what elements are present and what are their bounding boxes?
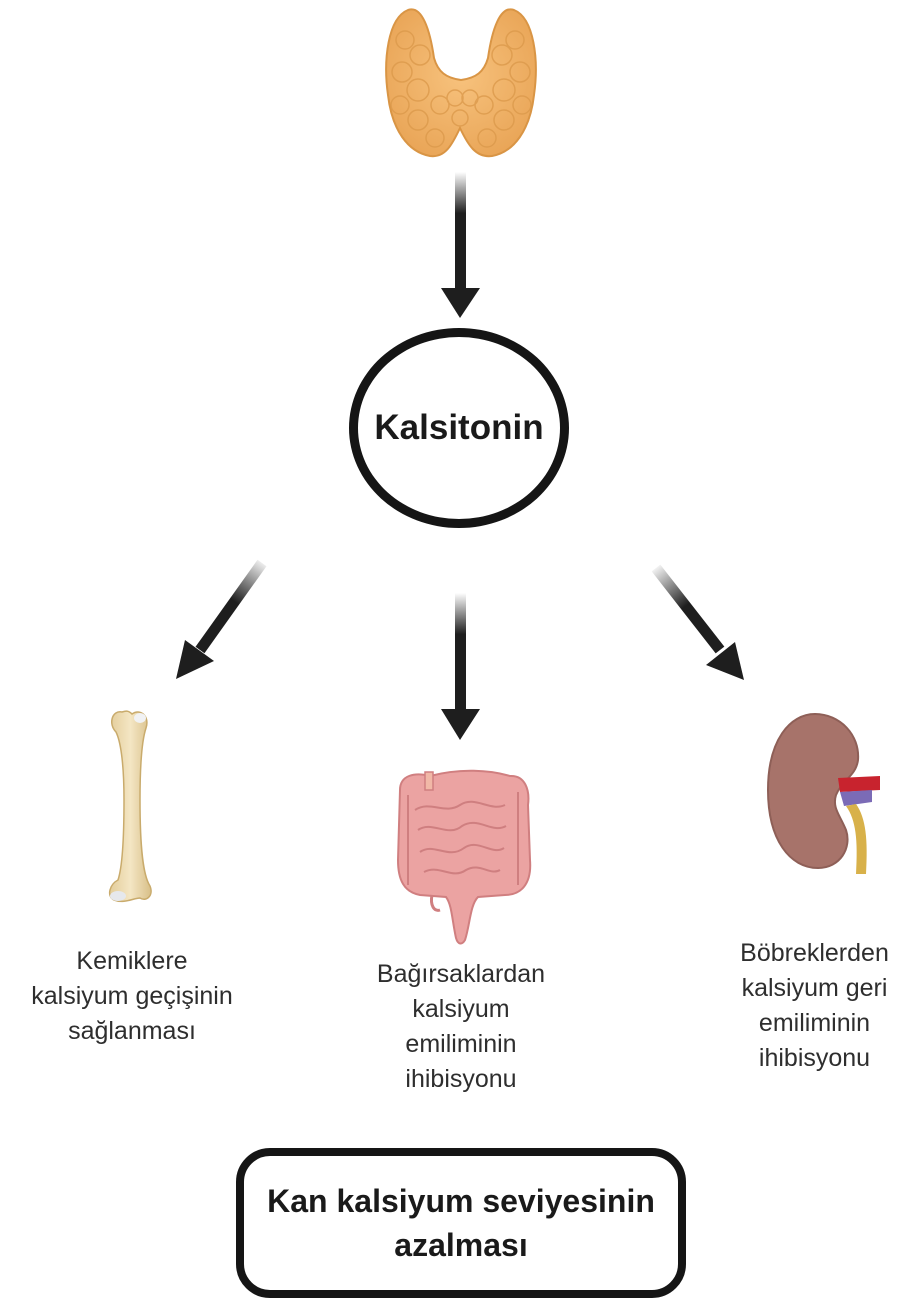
effect-bone-line: sağlanması <box>0 1014 264 1049</box>
effect-bone-line: Kemiklere <box>0 944 264 979</box>
effect-bone-line: kalsiyum geçişinin <box>0 979 264 1014</box>
hormone-label: Kalsitonin <box>374 408 543 448</box>
intestine-icon <box>398 771 530 944</box>
kidney-icon <box>768 714 880 874</box>
effect-bone-text: Kemiklere kalsiyum geçişinin sağlanması <box>0 944 264 1049</box>
effect-kidney-line: ihibisyonu <box>718 1041 911 1076</box>
outcome-line: Kan kalsiyum seviyesinin <box>267 1179 655 1223</box>
effect-intestine-line: Bağırsaklardan <box>330 957 592 992</box>
arrow-hormone-to-kidney <box>656 568 744 680</box>
arrow-thyroid-to-hormone <box>441 172 480 318</box>
outcome-box: Kan kalsiyum seviyesinin azalması <box>236 1148 686 1298</box>
arrow-hormone-to-intestine <box>441 593 480 740</box>
thyroid-gland-icon <box>386 9 536 156</box>
effect-kidney-line: kalsiyum geri <box>718 971 911 1006</box>
effect-kidney-text: Böbreklerden kalsiyum geri emiliminin ih… <box>718 936 911 1076</box>
effect-intestine-text: Bağırsaklardan kalsiyum emiliminin ihibi… <box>330 957 592 1097</box>
arrow-hormone-to-bone <box>176 563 262 679</box>
effect-kidney-line: Böbreklerden <box>718 936 911 971</box>
effect-intestine-line: emiliminin <box>330 1027 592 1062</box>
outcome-line: azalması <box>394 1223 527 1267</box>
hormone-node: Kalsitonin <box>349 328 569 528</box>
bone-icon <box>110 711 151 901</box>
effect-kidney-line: emiliminin <box>718 1006 911 1041</box>
effect-intestine-line: kalsiyum <box>330 992 592 1027</box>
effect-intestine-line: ihibisyonu <box>330 1062 592 1097</box>
